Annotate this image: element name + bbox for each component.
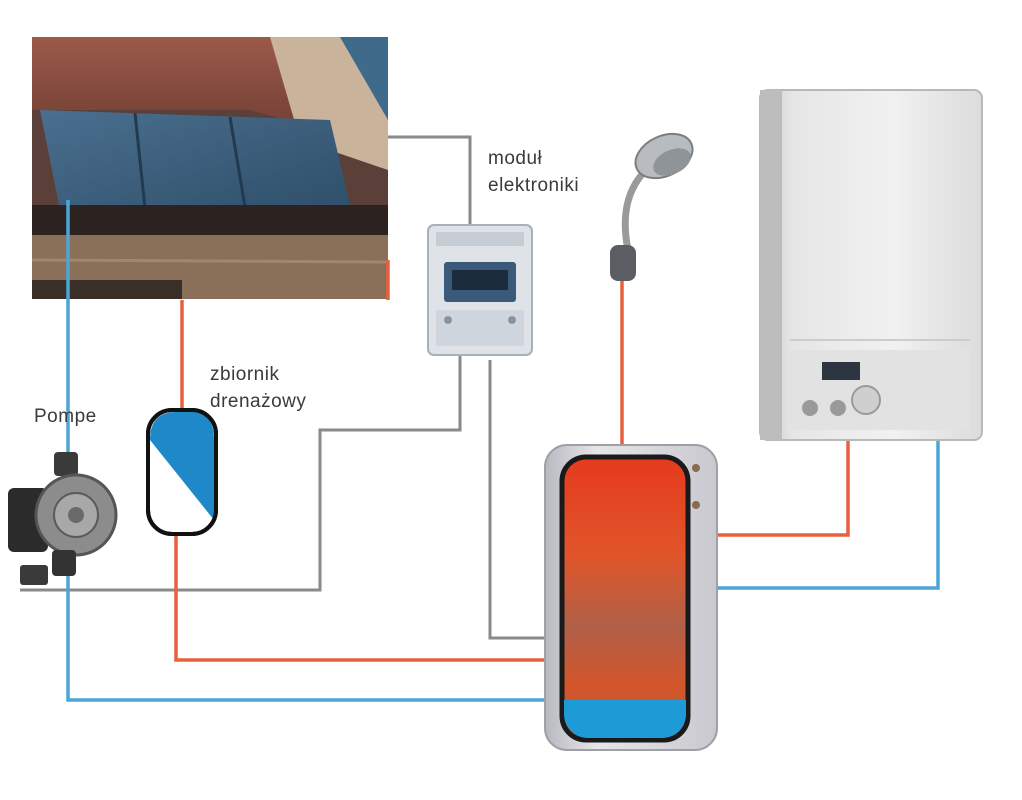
- shower-head-icon: [610, 132, 694, 281]
- module-label-line1: moduł: [488, 148, 543, 169]
- signal-wires: [20, 135, 565, 640]
- vessel-label-line2: drenażowy: [210, 391, 307, 412]
- vessel-label-line1: zbiornik: [210, 364, 280, 385]
- drainage-vessel: [146, 408, 218, 536]
- circulation-pump: [8, 452, 118, 585]
- solar-collector-photo: [31, 37, 389, 299]
- gas-boiler: [759, 89, 983, 441]
- cold-pipes: [66, 200, 940, 702]
- hot-pipes: [174, 260, 850, 662]
- pump-label: Pompe: [34, 406, 97, 427]
- module-label-line2: elektroniki: [488, 175, 580, 196]
- hot-water-tank: [544, 444, 718, 751]
- electronic-module: [427, 224, 533, 356]
